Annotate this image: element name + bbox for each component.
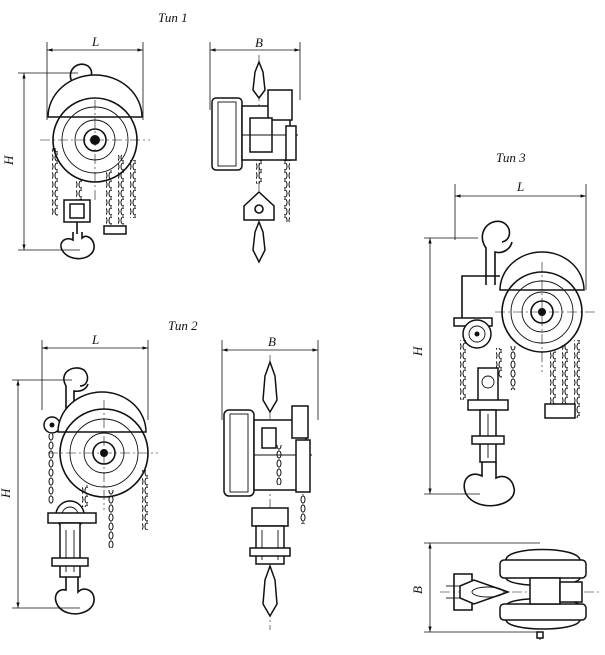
dim-B-type3: B [410,586,425,594]
type3-top-view: B [410,542,600,640]
type2-side-view: B [221,334,319,630]
type1-side-view: B [209,35,301,265]
title-type3: Тип 3 [496,150,526,165]
title-type1: Тип 1 [158,10,188,25]
dim-H-type1: H [1,155,16,166]
dim-B-type2: B [268,334,276,349]
dim-H-type2: H [0,488,13,499]
type3-front-view: L H [410,179,595,507]
dim-L-type2: L [91,332,99,347]
type2-front-view: L H [0,332,158,615]
dim-L-type1: L [91,34,99,49]
dim-B-type1: B [255,35,263,50]
type1-front-view: L H [1,34,150,260]
dim-H-type3: H [410,346,425,357]
title-type2: Тип 2 [168,318,198,333]
dim-L-type3: L [516,179,524,194]
